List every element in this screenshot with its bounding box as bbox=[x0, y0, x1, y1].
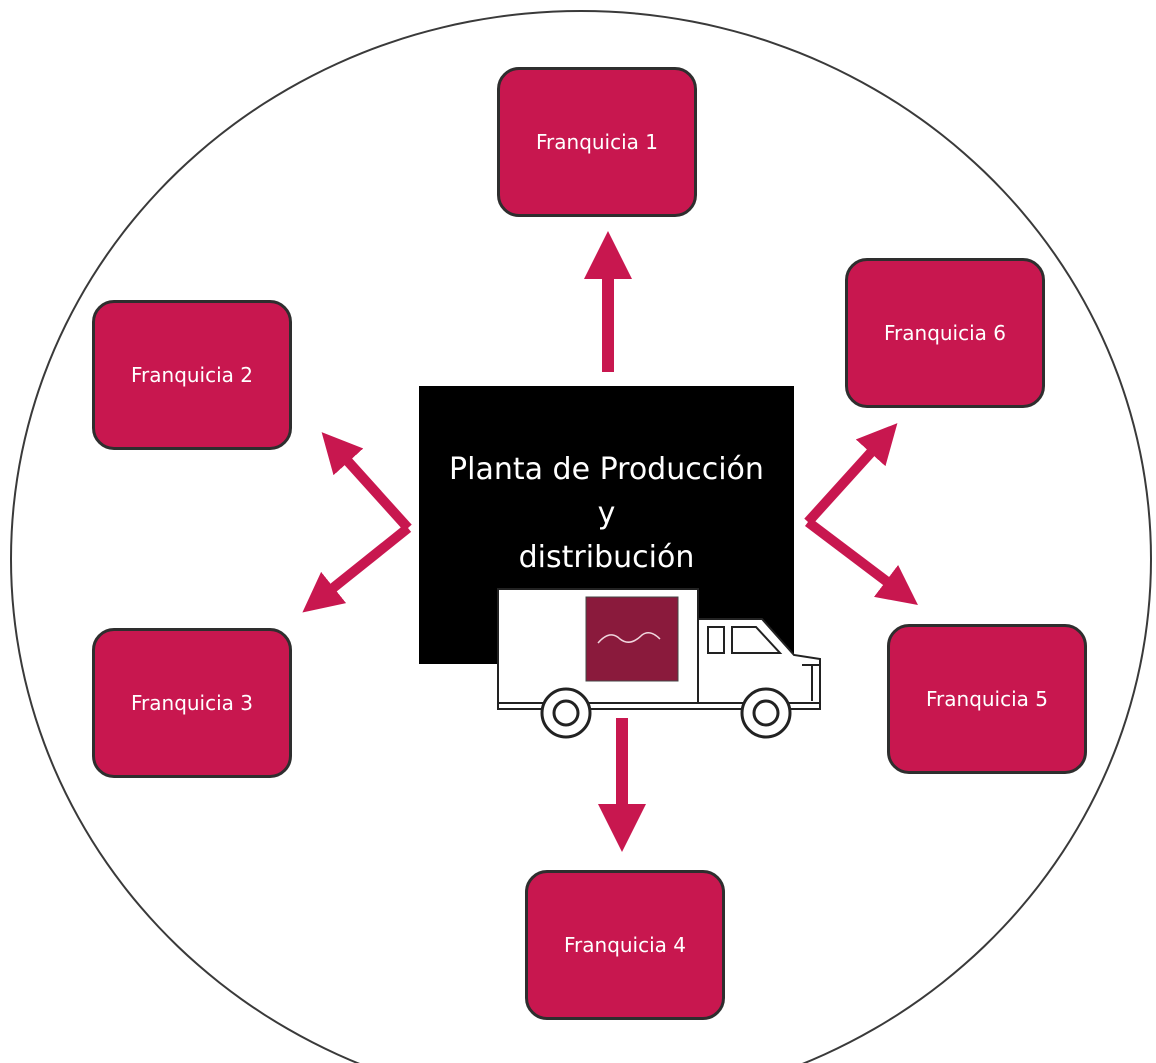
arrow-to-franquicia-5 bbox=[804, 518, 918, 606]
franquicia-4-box: Franquicia 4 bbox=[525, 870, 725, 1020]
franquicia-2-label: Franquicia 2 bbox=[130, 363, 254, 387]
franquicia-4-label: Franquicia 4 bbox=[563, 933, 687, 957]
franquicia-1-box: Franquicia 1 bbox=[497, 67, 697, 217]
arrow-to-franquicia-2 bbox=[321, 432, 412, 532]
franquicia-1-label: Franquicia 1 bbox=[535, 130, 659, 154]
production-plant-line-1: Planta de Producción bbox=[449, 452, 764, 487]
franquicia-5-box: Franquicia 5 bbox=[887, 624, 1087, 774]
franquicia-6-label: Franquicia 6 bbox=[883, 321, 1007, 345]
production-plant-line-3: distribución bbox=[518, 540, 695, 575]
outer-circle bbox=[10, 10, 1152, 1063]
franquicia-3-box: Franquicia 3 bbox=[92, 628, 292, 778]
arrow-to-franquicia-6 bbox=[804, 423, 898, 526]
truck-logo bbox=[585, 596, 679, 682]
delivery-truck-icon bbox=[497, 588, 821, 739]
franquicia-3-label: Franquicia 3 bbox=[130, 691, 254, 715]
franquicia-5-label: Franquicia 5 bbox=[925, 687, 1049, 711]
production-plant-line-2: y bbox=[597, 496, 616, 531]
arrow-to-franquicia-3 bbox=[302, 524, 412, 613]
franquicia-2-box: Franquicia 2 bbox=[92, 300, 292, 450]
franquicia-6-box: Franquicia 6 bbox=[845, 258, 1045, 408]
